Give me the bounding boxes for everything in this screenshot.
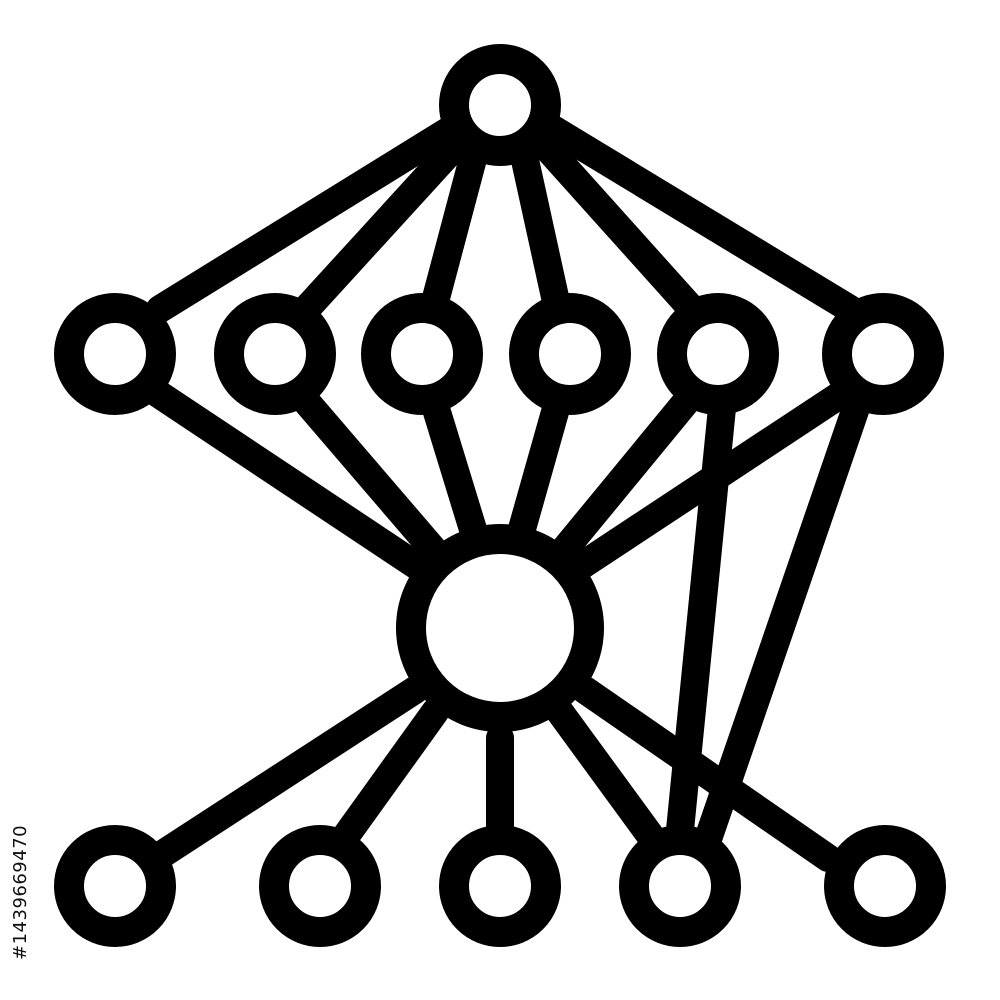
node-mid-4 — [509, 293, 631, 415]
edge-m1-to-hub — [140, 377, 434, 582]
edge-m5-to-hub — [546, 383, 704, 569]
node-mid-1 — [54, 293, 176, 415]
edge-m2-to-hub — [291, 386, 452, 569]
edge-top-to-m1 — [146, 117, 462, 323]
edge-m6-to-b4 — [693, 388, 872, 856]
node-bottom-3 — [439, 825, 561, 947]
edge-m4-to-hub — [506, 398, 569, 550]
edge-top-to-m3 — [422, 137, 489, 312]
node-bottom-2 — [259, 825, 381, 947]
stock-id-watermark: #1439669470 — [10, 824, 31, 960]
edge-m3-to-hub — [423, 398, 489, 550]
node-mid-3 — [361, 293, 483, 415]
node-bottom-4 — [619, 825, 741, 947]
edge-top-to-m2 — [286, 129, 472, 330]
node-bottom-1 — [54, 825, 176, 947]
edge-hub-to-b2 — [329, 698, 449, 854]
node-mid-6 — [822, 293, 944, 415]
node-bottom-5 — [824, 825, 946, 947]
edges-group — [140, 115, 872, 872]
edge-hub-to-b4 — [546, 698, 669, 856]
edge-top-to-m4 — [509, 137, 569, 311]
node-top — [439, 44, 561, 166]
nodes-group — [54, 44, 946, 947]
edge-top-to-m5 — [527, 127, 704, 321]
node-mid-5 — [657, 293, 779, 415]
edge-top-to-m6 — [539, 115, 864, 323]
edge-hub-to-b1 — [144, 676, 429, 871]
edge-hub-to-b5 — [571, 676, 842, 872]
node-mid-2 — [214, 293, 336, 415]
edge-m5-to-b4 — [666, 394, 736, 844]
node-hub — [396, 524, 604, 732]
